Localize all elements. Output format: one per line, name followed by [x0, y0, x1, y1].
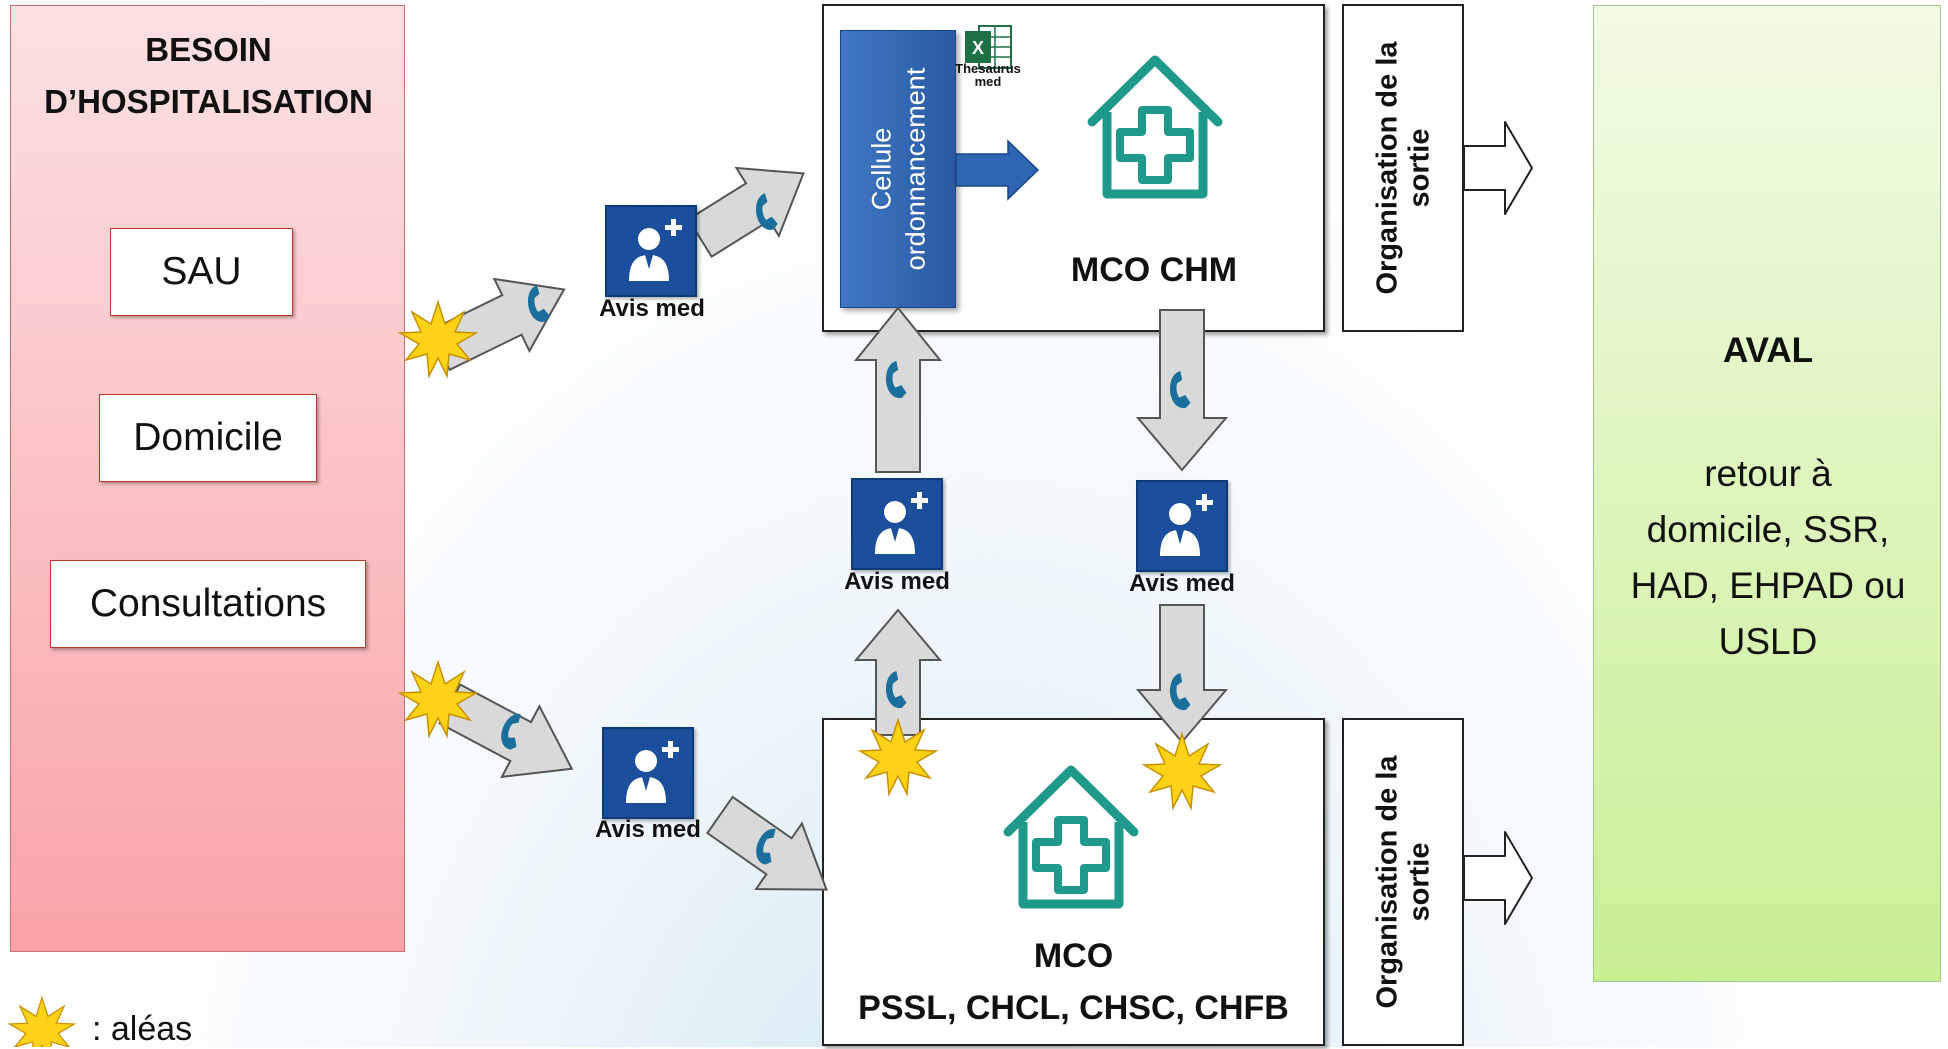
doctor-icon-mid-right: [1136, 480, 1228, 572]
avis-med-label-bottom: Avis med: [595, 816, 701, 843]
avis-med-label-top: Avis med: [599, 295, 705, 322]
doctor-icon-bottom: [602, 727, 694, 819]
aval-text-line1: retour à: [1704, 453, 1832, 494]
cellule-ordonnancement: Cellule ordonnancement: [840, 30, 956, 308]
arrow-left-to-avis-top: [429, 277, 566, 372]
svg-text:X: X: [972, 38, 984, 58]
avis-med-label-mid-right: Avis med: [1129, 570, 1235, 597]
sortie-arrow-bottom: [1463, 831, 1533, 925]
thesaurus-line1: Thesaurus: [955, 61, 1021, 76]
source-domicile-box: Domicile: [99, 394, 317, 482]
arrow-avis-down-to-mco: [1135, 604, 1229, 744]
mco-pssl-title-line1: MCO: [1033, 937, 1114, 975]
starburst-icon: [859, 719, 937, 795]
besoin-title-line1: BESOIN: [145, 31, 272, 68]
aval-text-line2: domicile, SSR,: [1646, 509, 1890, 550]
arrow-left-to-avis-bottom: [438, 683, 574, 779]
source-sau-box: SAU: [110, 228, 293, 316]
mco-pssl-title: MCO PSSL, CHCL, CHSC, CHFB: [824, 930, 1323, 1034]
arrow-avis-top-to-cellule: [686, 166, 805, 259]
sortie-arrow-top: [1463, 121, 1533, 215]
starburst-icon: [1143, 733, 1221, 809]
arrow-avis-mid-up-to-cellule: [853, 306, 943, 473]
thesaurus-line2: med: [974, 74, 1002, 89]
organisation-sortie-box-top: Organisation de la sortie: [1342, 4, 1464, 332]
arrow-avis-bottom-to-mco: [705, 795, 828, 891]
besoin-hospitalisation-panel: BESOIN D’HOSPITALISATION: [10, 5, 405, 952]
arrow-mco-chm-down-to-avis: [1135, 309, 1229, 472]
source-consultations-box: Consultations: [50, 560, 366, 648]
thesaurus-label: Thesaurus med: [942, 62, 1034, 88]
legend-text: : aléas: [92, 1010, 193, 1048]
aval-panel: AVAL retour à domicile, SSR, HAD, EHPAD …: [1593, 5, 1941, 982]
doctor-icon-top: [605, 205, 697, 297]
hospital-house-icon-top: [1082, 52, 1228, 202]
hospital-house-icon-bottom: [998, 762, 1144, 912]
starburst-legend-icon: [9, 997, 75, 1047]
cellule-to-mco-arrow: [955, 139, 1040, 201]
aval-text-line4: USLD: [1718, 621, 1818, 662]
arrow-mco-up-to-avis-mid: [853, 608, 943, 736]
avis-med-label-mid-left: Avis med: [844, 568, 950, 595]
aval-text: retour à domicile, SSR, HAD, EHPAD ou US…: [1594, 446, 1942, 670]
doctor-icon-mid-left: [851, 478, 943, 570]
excel-icon: X: [963, 22, 1013, 88]
besoin-title-line2: D’HOSPITALISATION: [44, 83, 373, 120]
mco-pssl-title-line2: PSSL, CHCL, CHSC, CHFB: [858, 989, 1289, 1027]
aval-title: AVAL: [1722, 331, 1814, 370]
aval-text-line3: HAD, EHPAD ou: [1630, 565, 1906, 606]
besoin-title: BESOIN D’HOSPITALISATION: [11, 24, 406, 128]
mco-chm-title: MCO CHM: [1070, 251, 1238, 289]
organisation-sortie-box-bottom: Organisation de la sortie: [1342, 718, 1464, 1046]
